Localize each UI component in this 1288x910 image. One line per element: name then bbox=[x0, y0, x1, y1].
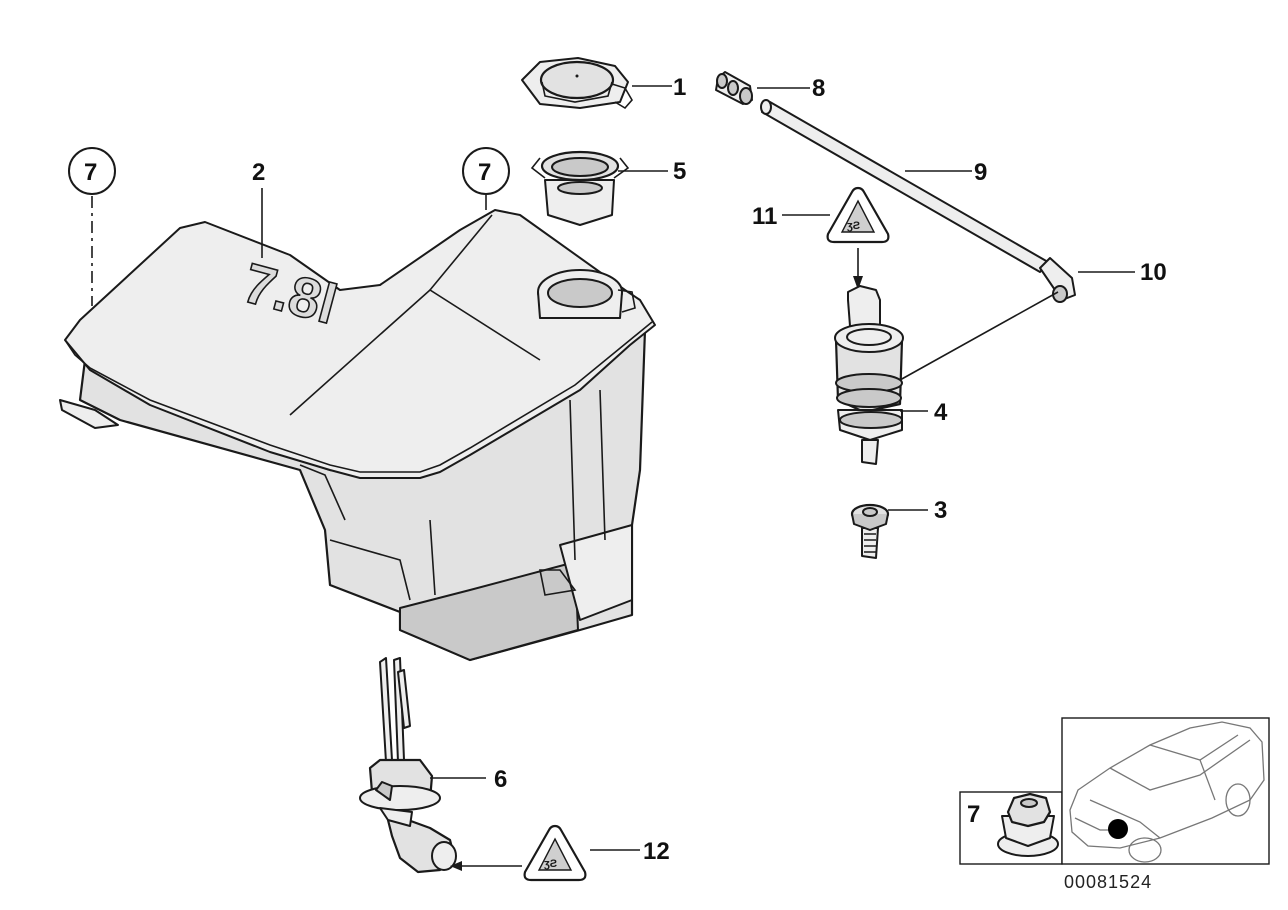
label-part-2[interactable]: 2 bbox=[252, 159, 265, 186]
inset-part-label: 7 bbox=[967, 801, 980, 828]
svg-text:ʒƧ: ʒƧ bbox=[544, 858, 558, 870]
pump-filter[interactable] bbox=[850, 503, 890, 559]
label-part-6[interactable]: 6 bbox=[494, 766, 507, 793]
label-part-3[interactable]: 3 bbox=[934, 497, 947, 524]
label-part-11[interactable]: 11 bbox=[752, 203, 777, 230]
warning-triangle-icon: ʒƧ bbox=[523, 824, 587, 882]
hose-elbow[interactable] bbox=[1039, 257, 1076, 303]
nut-icon bbox=[997, 792, 1059, 857]
washer-pump[interactable] bbox=[834, 285, 904, 465]
diagram-code: 00081524 bbox=[1064, 872, 1152, 892]
vehicle-locator-inset bbox=[1061, 717, 1270, 865]
location-marker bbox=[1108, 819, 1128, 839]
label-part-5[interactable]: 5 bbox=[673, 158, 686, 185]
label-part-4[interactable]: 4 bbox=[934, 399, 948, 426]
filler-cap[interactable] bbox=[521, 57, 633, 110]
label-part-8[interactable]: 8 bbox=[812, 75, 825, 102]
hose-connector[interactable] bbox=[715, 71, 753, 105]
label-part-10[interactable]: 10 bbox=[1140, 259, 1167, 286]
strainer-insert[interactable] bbox=[530, 150, 630, 226]
svg-text:ʒƧ: ʒƧ bbox=[847, 220, 861, 232]
label-part-7b[interactable]: 7 bbox=[478, 159, 491, 186]
label-part-7a[interactable]: 7 bbox=[84, 159, 97, 186]
washer-hose[interactable] bbox=[760, 99, 1049, 273]
label-part-9[interactable]: 9 bbox=[974, 159, 987, 186]
label-part-1[interactable]: 1 bbox=[673, 74, 686, 101]
label-part-12[interactable]: 12 bbox=[643, 838, 670, 865]
warning-triangle-icon: ʒƧ bbox=[826, 186, 890, 244]
fluid-level-sensor[interactable] bbox=[359, 657, 457, 874]
inset-part-box: 7 bbox=[959, 791, 1063, 865]
washer-fluid-reservoir[interactable]: 7.8l bbox=[59, 209, 656, 662]
